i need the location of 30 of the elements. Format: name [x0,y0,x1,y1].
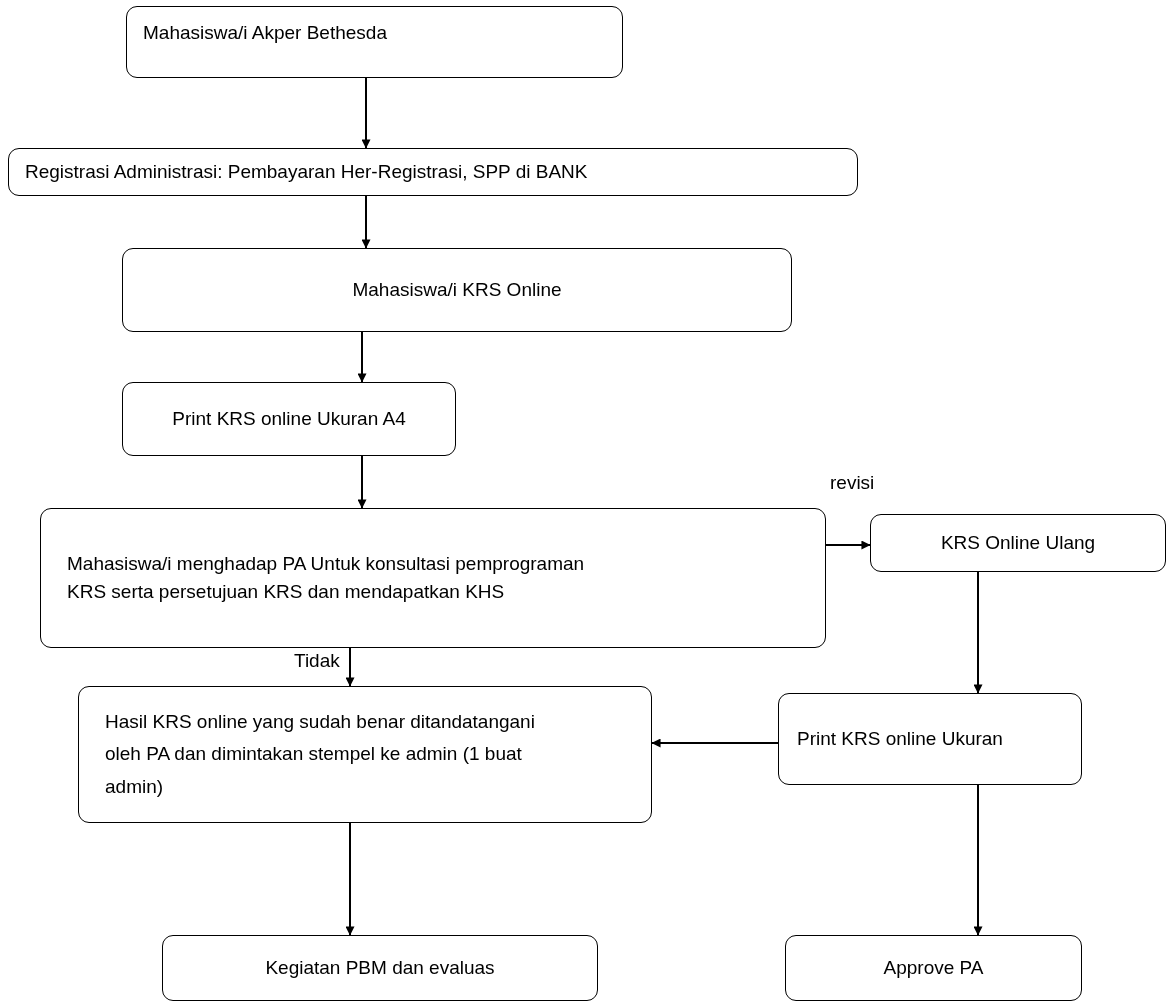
arrow [361,195,371,249]
box-text: Mahasiswa/i KRS Online [352,277,562,302]
process-box [162,935,598,1001]
process-box [122,382,456,456]
box-text: Hasil KRS online yang sudah benar ditandatangani oleh PA dan dimintakan stempel ke admin (1 buat admin) [105,710,536,799]
process-box [785,935,1082,1001]
box-text: Mahasiswa/i Akper Bethesda [143,21,387,45]
process-box [8,148,858,196]
box-text: Print KRS online Ukuran A4 [172,406,406,431]
box-text: Approve PA [883,955,984,980]
arrow [345,822,355,936]
box-text: Kegiatan PBM dan evaluas [265,955,495,980]
process-box [126,6,623,78]
box-text: Mahasiswa/i menghadap PA Untuk konsultasi pemprograman KRS serta persetujuan KRS dan mendapatkan KHS [67,551,586,604]
process-box [78,686,652,823]
box-text: KRS Online Ulang [940,530,1096,555]
arrow [973,784,983,936]
arrow [357,331,367,383]
process-box [778,693,1082,785]
arrow [357,455,367,509]
box-text: Registrasi Administrasi: Pembayaran Her-Registrasi, SPP di BANK [25,159,588,184]
process-box [40,508,826,648]
arrow [825,540,871,550]
arrow [361,77,371,149]
process-box [122,248,792,332]
arrow [345,647,355,687]
process-box [870,514,1166,572]
box-text: Print KRS online Ukuran [797,726,1003,751]
arrow [973,571,983,694]
arrow [651,738,779,748]
